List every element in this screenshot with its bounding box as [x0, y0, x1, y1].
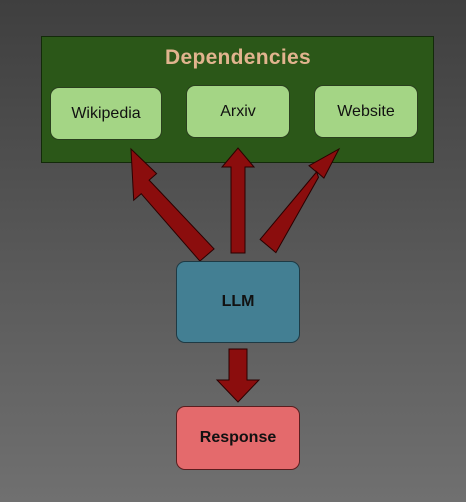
website-node: Website [314, 85, 418, 138]
wikipedia-node: Wikipedia [50, 87, 162, 140]
llm-node: LLM [176, 261, 300, 343]
response-node: Response [176, 406, 300, 470]
arrow-llm-to-arxiv [220, 147, 256, 254]
arrow-llm-to-response [215, 348, 261, 403]
arxiv-node: Arxiv [186, 85, 290, 138]
arrow-llm-to-website [259, 147, 341, 254]
arrow-llm-to-wikipedia [130, 147, 215, 262]
dependencies-title: Dependencies [165, 46, 311, 69]
